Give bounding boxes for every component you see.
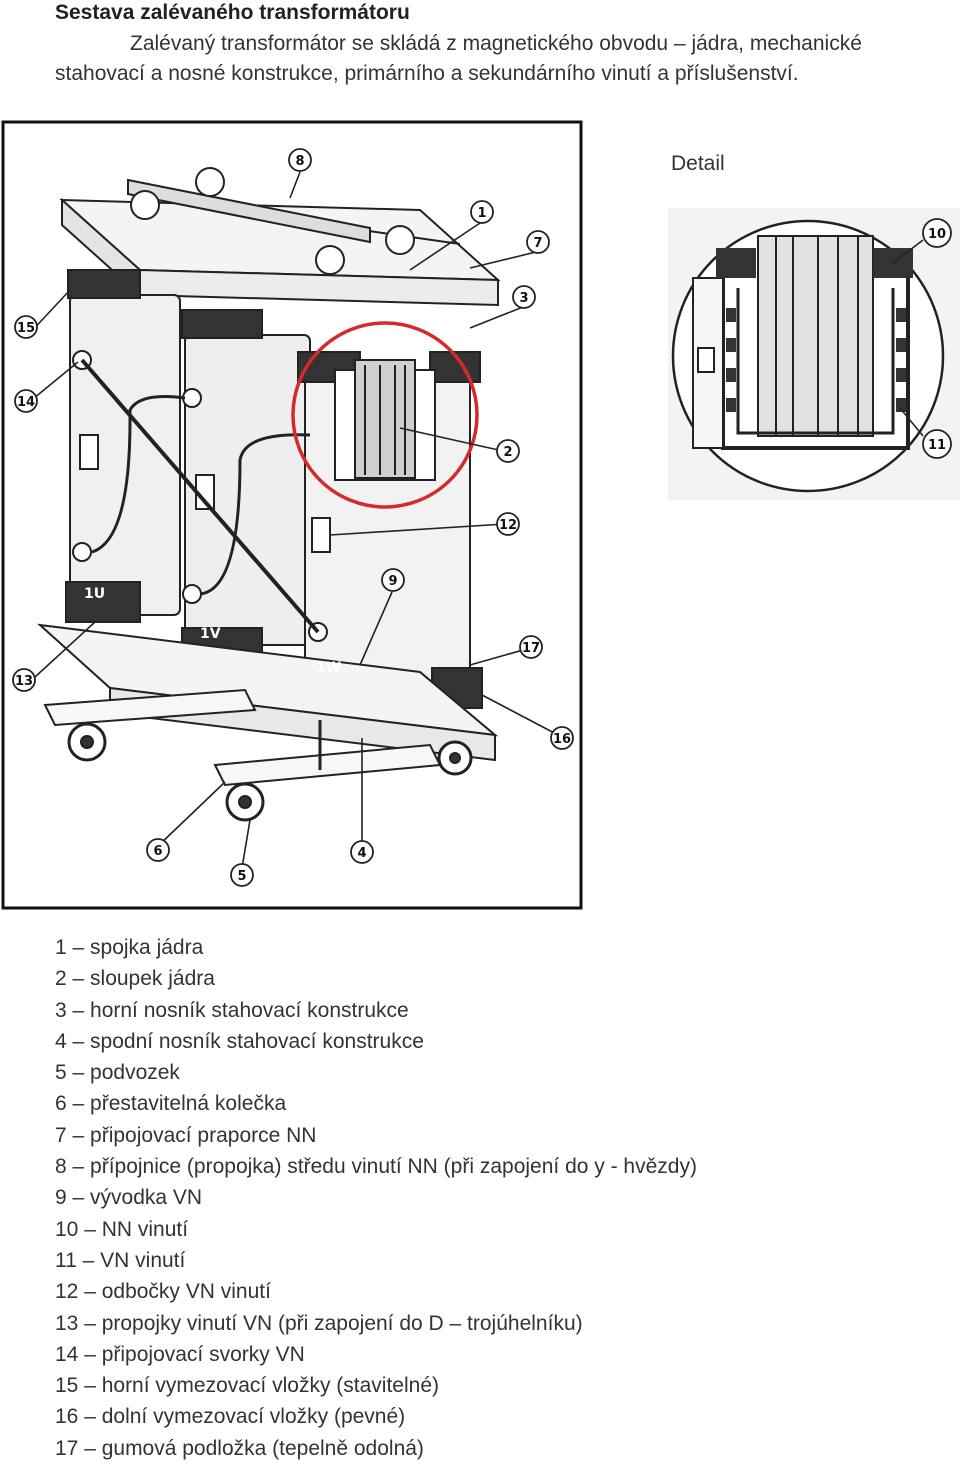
svg-text:11: 11: [928, 438, 946, 453]
legend-item: 13 – propojky vinutí VN (při zapojení do…: [55, 1311, 583, 1335]
intro-text: Zalévaný transformátor se skládá z magne…: [55, 32, 862, 85]
callout-12: 12: [496, 512, 520, 536]
svg-text:9: 9: [388, 574, 397, 589]
legend-item: 8 – přípojnice (propojka) středu vinutí …: [55, 1155, 697, 1179]
legend-item: 14 – připojovací svorky VN: [55, 1342, 305, 1366]
legend-item: 3 – horní nosník stahovací konstrukce: [55, 998, 409, 1022]
svg-text:15: 15: [17, 321, 35, 336]
callout-2: 2: [496, 439, 520, 463]
svg-text:4: 4: [357, 846, 366, 861]
callout-10: 10: [922, 218, 952, 248]
callout-14: 14: [14, 389, 38, 413]
callout-7: 7: [526, 230, 550, 254]
legend-item: 1 – spojka jádra: [55, 936, 204, 959]
intro-paragraph: Zalévaný transformátor se skládá z magne…: [55, 29, 945, 89]
svg-text:12: 12: [499, 518, 517, 533]
svg-text:2: 2: [503, 445, 512, 460]
phase-label-1w: 1W: [316, 660, 341, 676]
callout-13: 13: [12, 668, 36, 692]
svg-text:3: 3: [519, 291, 528, 306]
legend-item: 4 – spodní nosník stahovací konstrukce: [55, 1029, 424, 1053]
legend-item: 9 – vývodka VN: [55, 1186, 203, 1210]
callout-9: 9: [381, 568, 405, 592]
detail-highlight-circle: [291, 321, 479, 509]
detail-drawing: 10 11: [668, 208, 960, 500]
callout-5: 5: [230, 863, 254, 887]
document-title: Sestava zalévaného transformátoru: [55, 1, 410, 24]
transformer-drawing: 1U 1V 1W 8 1 7 3 15 14 2 12 9 17 13 16 6: [1, 120, 583, 910]
callout-15: 15: [14, 315, 38, 339]
legend-item: 17 – gumová podložka (tepelně odolná): [55, 1436, 424, 1460]
detail-label: Detail: [671, 152, 725, 175]
svg-text:13: 13: [15, 674, 33, 689]
legend-item: 2 – sloupek jádra: [55, 967, 215, 991]
svg-text:14: 14: [17, 395, 35, 410]
legend-item: 5 – podvozek: [55, 1061, 180, 1085]
legend-item: 6 – přestavitelná kolečka: [55, 1092, 287, 1116]
callout-17: 17: [519, 635, 543, 659]
svg-text:7: 7: [533, 236, 542, 251]
legend-item: 16 – dolní vymezovací vložky (pevné): [55, 1405, 406, 1429]
callout-8: 8: [288, 148, 312, 172]
legend-item: 12 – odbočky VN vinutí: [55, 1280, 271, 1304]
phase-label-1u: 1U: [84, 586, 105, 602]
legend-item: 15 – horní vymezovací vložky (stavitelné…: [55, 1374, 439, 1398]
callout-16: 16: [550, 726, 574, 750]
parts-legend: 1 – spojka jádra 2 – sloupek jádra 3 – h…: [55, 932, 697, 1464]
phase-label-1v: 1V: [200, 626, 221, 642]
callout-1: 1: [470, 200, 494, 224]
legend-item: 10 – NN vinutí: [55, 1217, 189, 1241]
legend-item: 11 – VN vinutí: [55, 1248, 186, 1272]
svg-text:17: 17: [522, 641, 540, 656]
svg-text:6: 6: [153, 844, 162, 859]
svg-text:10: 10: [928, 227, 946, 242]
svg-text:8: 8: [295, 154, 304, 169]
callout-3: 3: [512, 285, 536, 309]
callout-6: 6: [146, 838, 170, 862]
callout-11: 11: [922, 429, 952, 459]
legend-item: 7 – připojovací praporce NN: [55, 1123, 317, 1147]
svg-text:5: 5: [237, 869, 246, 884]
callout-4: 4: [350, 840, 374, 864]
svg-text:1: 1: [477, 206, 486, 221]
svg-text:16: 16: [553, 732, 571, 747]
